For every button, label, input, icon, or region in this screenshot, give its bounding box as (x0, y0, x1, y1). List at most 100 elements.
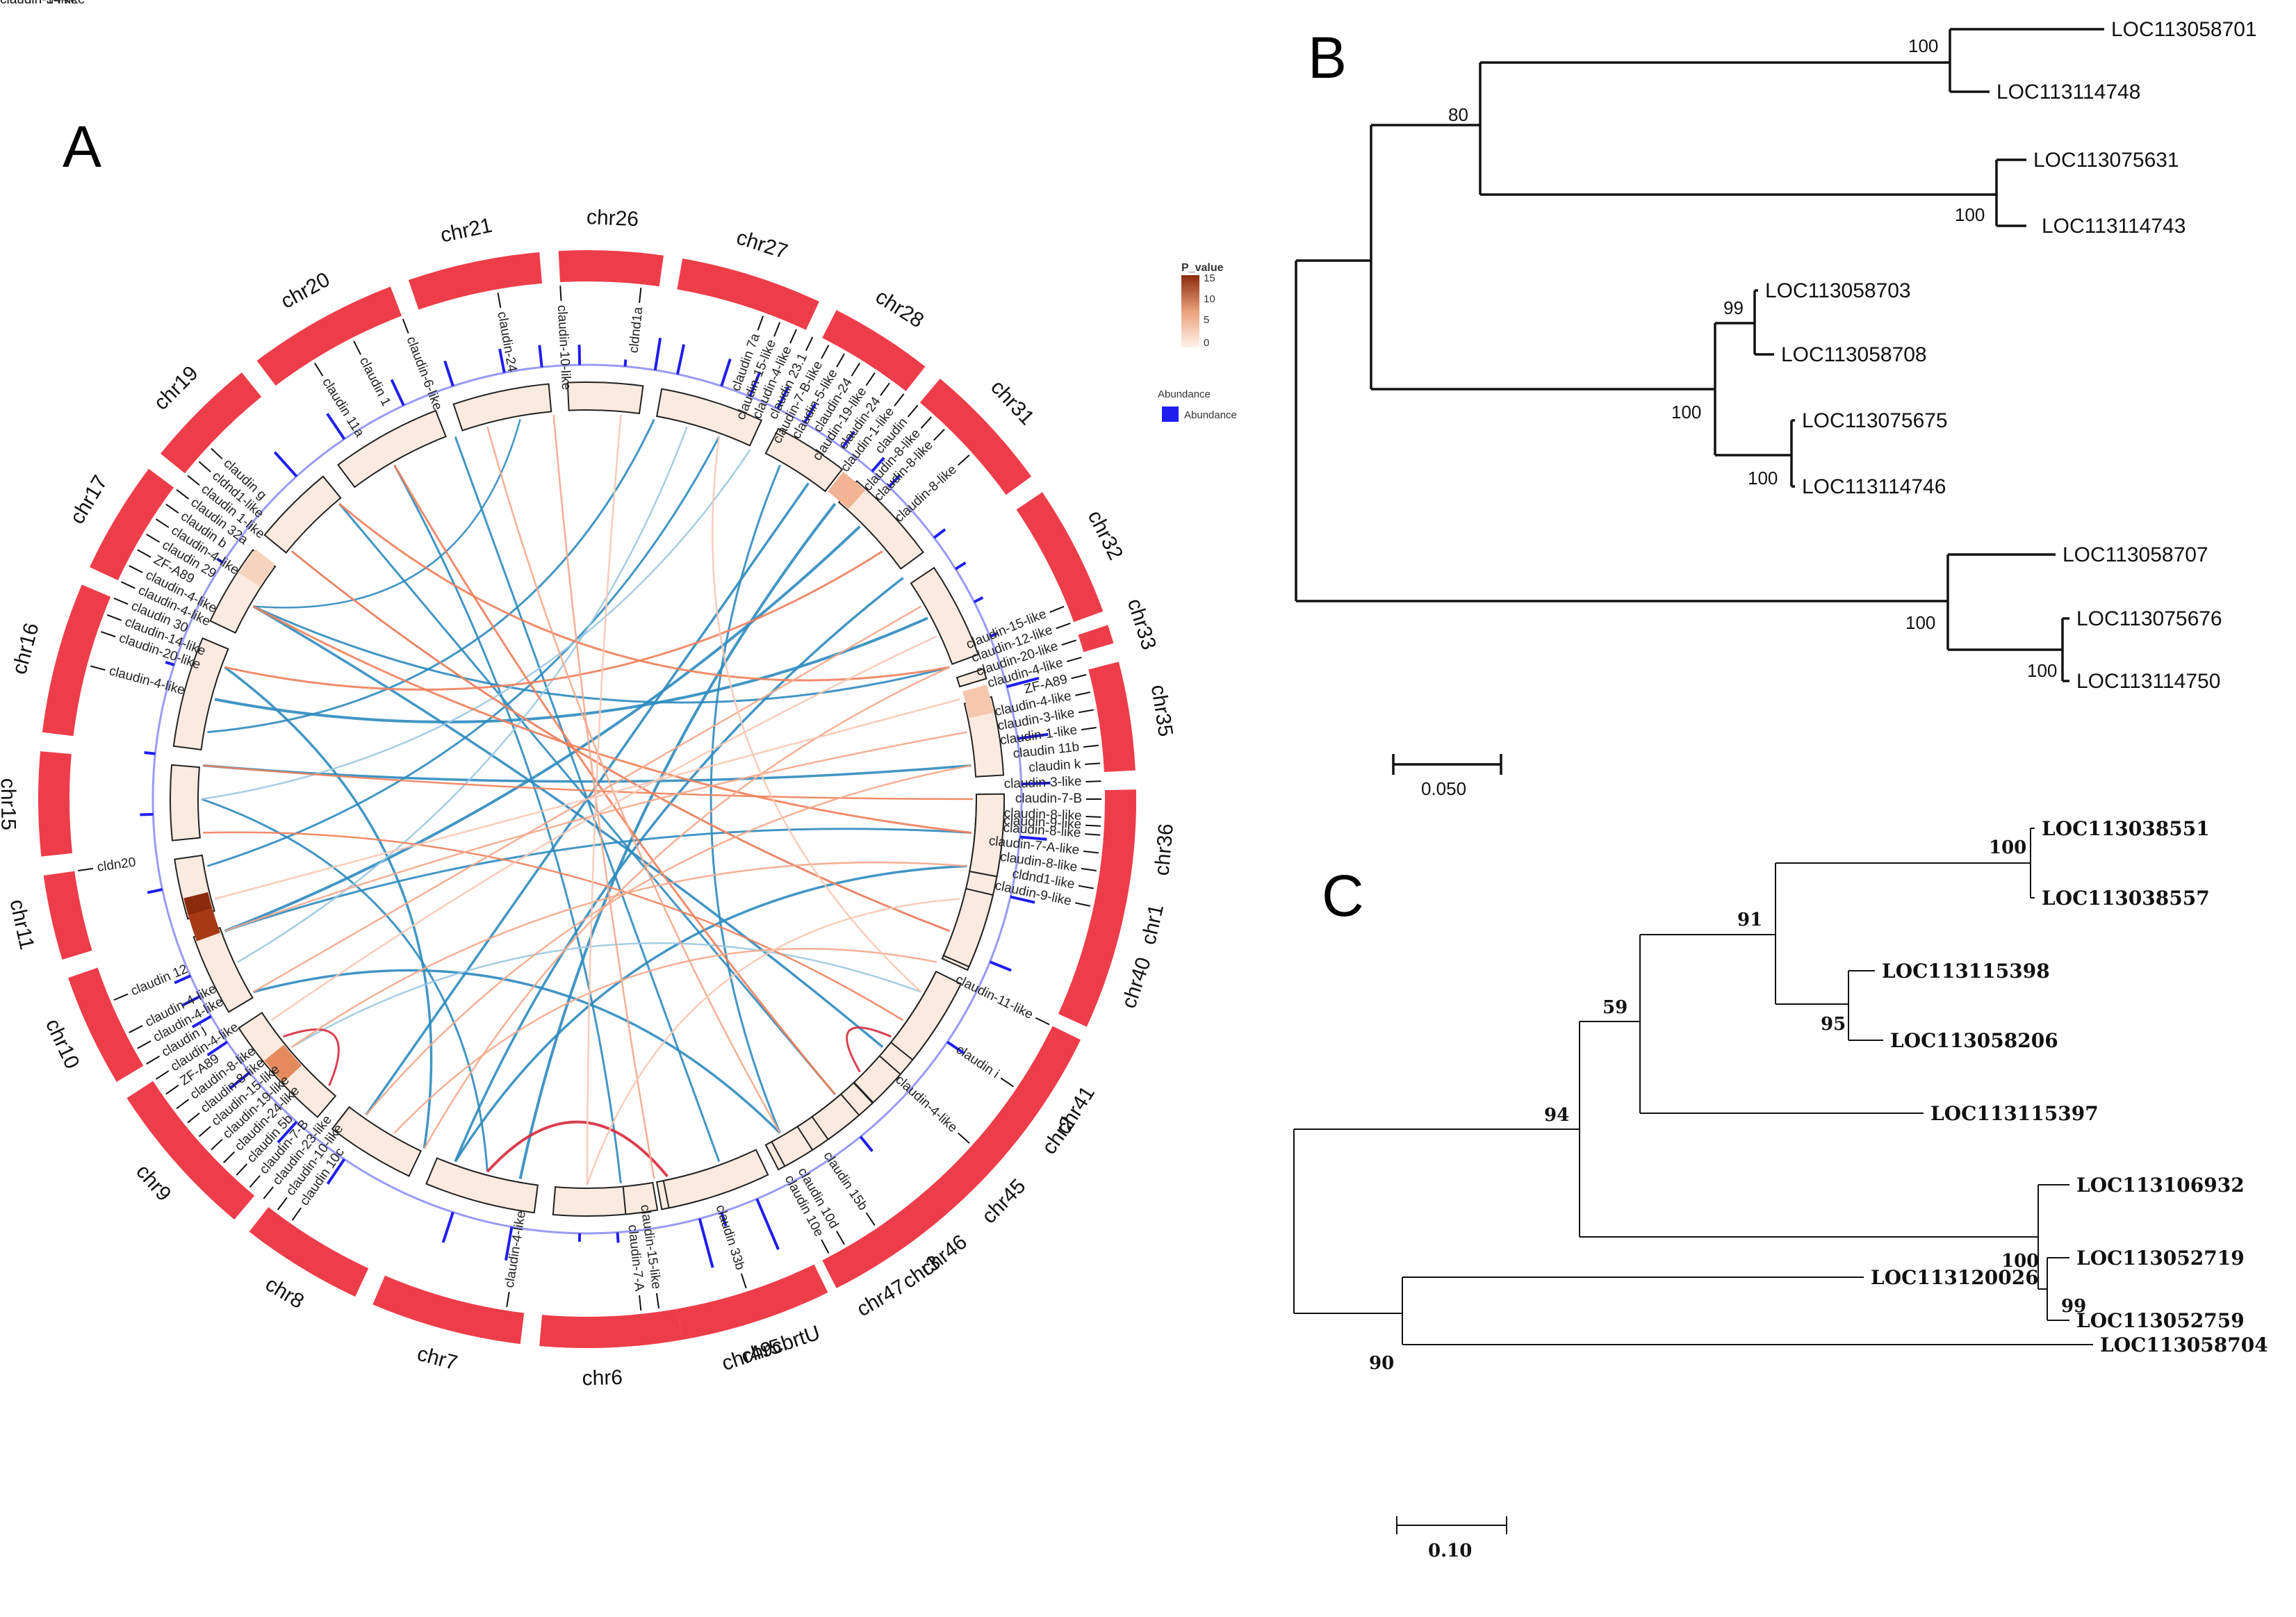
pvalue-tick-10: 10 (1204, 293, 1215, 305)
synteny-link (203, 764, 974, 801)
gene-tick (506, 1292, 510, 1308)
gene-tick (851, 362, 860, 377)
gene-tick (1083, 851, 1099, 854)
synteny-link (393, 464, 622, 1184)
gene-label: cldn20 (96, 855, 136, 875)
synteny-link (486, 426, 781, 1134)
gene-label: claudin-24 (494, 311, 519, 373)
chromosome-segment (161, 372, 262, 474)
chromosome-segment (90, 468, 174, 581)
heat-cell (622, 1181, 659, 1215)
chromosome-segment (408, 252, 543, 310)
heat-cell (662, 1149, 769, 1209)
tree-b-bootstraps: 100 80 100 99 100 100 100 100 (1448, 35, 2057, 681)
synteny-link (270, 635, 937, 1021)
gene-tick (836, 1231, 845, 1245)
abundance-spike (887, 474, 901, 488)
gene-label: claudin-7-B (1015, 791, 1082, 806)
chromosome-segment (989, 1026, 1081, 1145)
abundance-spike (973, 596, 984, 604)
heat-cell (192, 926, 254, 1013)
gene-tick (155, 1070, 170, 1080)
heat-cell-highlight (264, 1044, 302, 1083)
gene-tick (100, 631, 116, 638)
tree-b-bootstrap: 100 (1908, 35, 1938, 56)
gene-tick (198, 461, 211, 473)
gene-label: cldnd1a (627, 306, 646, 354)
chromosome-label: chr20 (277, 268, 334, 313)
heat-cell (170, 764, 201, 842)
synteny-link (214, 616, 928, 723)
gene-tick (402, 318, 409, 334)
synteny-link (393, 948, 937, 1134)
chromosome-segment (830, 1233, 887, 1284)
abundance-key-swatch (1162, 407, 1179, 422)
heat-cell (263, 475, 342, 554)
synteny-links (201, 415, 974, 1185)
heat-cell-highlight (188, 906, 220, 942)
synteny-link (712, 436, 922, 993)
gene-tick (1085, 816, 1101, 818)
gene-label: claudin 11a (319, 375, 367, 440)
pvalue-heat-track (170, 381, 1005, 1217)
chromosome-label: chr10 (41, 1015, 84, 1072)
heat-cell (837, 479, 924, 570)
abundance-spike (390, 379, 405, 407)
tree-c-tip: LOC113115397 (1930, 1102, 2099, 1125)
panel-letter-a: A (63, 114, 101, 179)
synteny-link (237, 426, 688, 963)
gene-tick (187, 475, 200, 486)
gene-label: claudin-10-like (555, 304, 573, 390)
abundance-spike (803, 403, 817, 424)
synteny-link (252, 605, 884, 1049)
abundance-spike (1017, 732, 1049, 740)
synteny-link (214, 698, 960, 900)
tree-c-bootstrap: 94 (1544, 1105, 1569, 1126)
synteny-link (291, 861, 967, 1048)
tree-b-tips: LOC113058701 LOC113114748 LOC113075631 L… (1765, 18, 2257, 693)
abundance-spike (946, 1040, 966, 1055)
gene-tick (1061, 639, 1077, 646)
legend-pvalue-title: P_value (1181, 262, 1224, 274)
chromosome-label: chr49cbrtU (719, 1321, 823, 1375)
gene-tick (957, 1132, 970, 1144)
chromosome-segment (919, 378, 1032, 495)
tree-c-tip: LOC113052719 (2076, 1247, 2245, 1270)
gene-tick (314, 362, 324, 377)
gene-tick (1075, 691, 1091, 696)
abundance-spike (871, 457, 885, 473)
abundance-spike (182, 994, 202, 1007)
tree-c-bootstrap: 100 (2001, 1251, 2039, 1272)
tree-b-scale-label: 0.050 (1421, 778, 1466, 799)
chromosome-label: chr36 (1151, 823, 1178, 877)
chromosome-segment (1095, 789, 1136, 904)
gene-label: claudin-3-like (1003, 774, 1082, 791)
panel-letter-c: C (1322, 863, 1364, 928)
abundance-spike (206, 1040, 228, 1057)
heat-cell (764, 427, 844, 493)
chromosome-segment (1078, 625, 1114, 652)
gene-tick (211, 448, 223, 460)
chromosome-segment (1060, 915, 1122, 1023)
heat-cell (655, 388, 763, 447)
gene-label: claudin-8-like (1003, 806, 1082, 823)
heat-cell (452, 383, 552, 432)
synteny-link (393, 464, 836, 1096)
tree-b-tip: LOC113058703 (1765, 279, 1911, 302)
tree-c-bootstrap: 59 (1602, 997, 1627, 1018)
tree-b-tip: LOC113114743 (2042, 215, 2186, 238)
gene-tick (146, 1055, 161, 1065)
chromosome-segment (42, 584, 111, 737)
gene-tick (1035, 1017, 1050, 1026)
abundance-spike (216, 557, 224, 564)
chromosome-segment (126, 1081, 255, 1220)
abundance-spike (504, 1226, 514, 1261)
synteny-link (486, 1120, 669, 1178)
abundance-spike (1010, 895, 1035, 904)
abundance-baseline (151, 363, 1023, 1235)
abundance-spike (140, 812, 154, 816)
abundance-spike (165, 660, 175, 666)
tree-c-branches (1293, 828, 2093, 1345)
gene-tick (1081, 867, 1097, 871)
